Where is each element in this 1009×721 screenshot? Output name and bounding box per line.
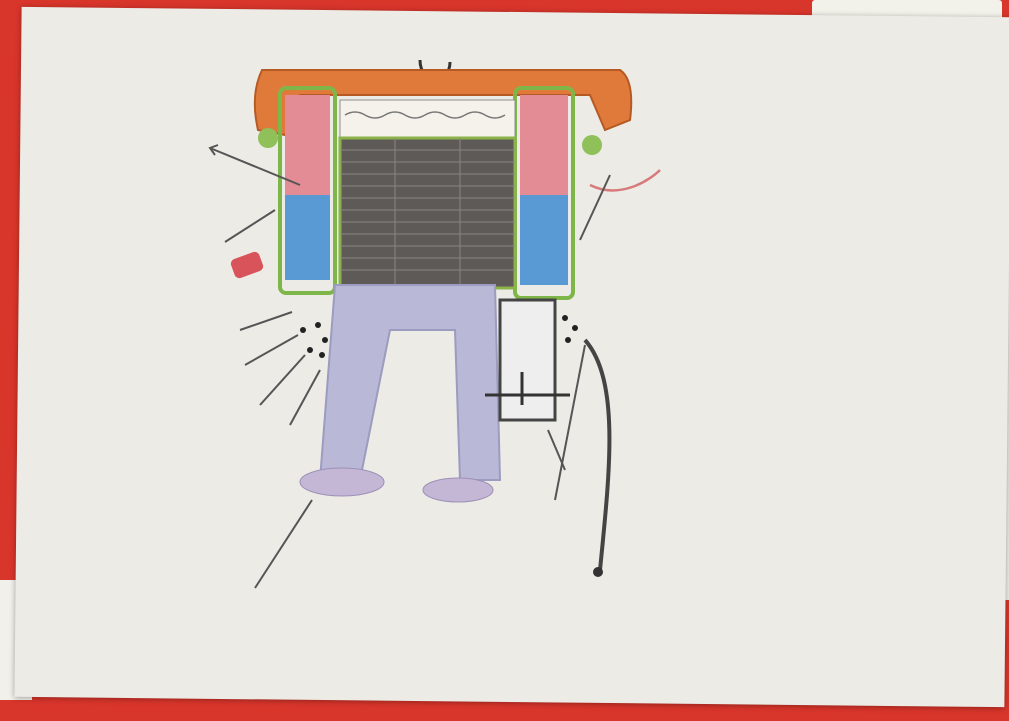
red-bulletin-board — [0, 0, 1009, 721]
hand-drawn-figure-icon — [0, 0, 1009, 721]
